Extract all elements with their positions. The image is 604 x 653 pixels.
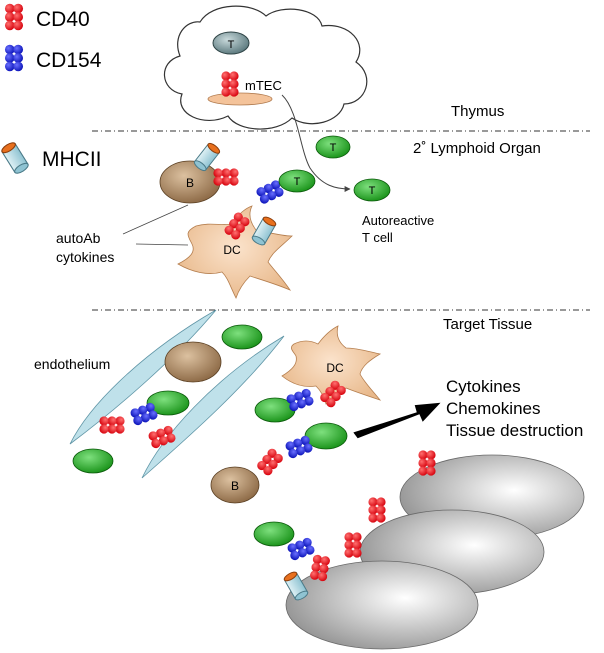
cd40-legend-icon [4, 3, 24, 31]
t-cell-interacting [278, 169, 316, 193]
mtec-cell [207, 92, 273, 106]
thymic-t-cell-label: T [228, 39, 235, 51]
outcome-arrow [353, 402, 441, 439]
tissue-b-cell-upper [164, 341, 222, 383]
cd40-on-b-cell-icon [213, 168, 239, 186]
endothelium-strip-1 [69, 309, 217, 445]
autoab-label: autoAb [56, 230, 101, 246]
autoreactive-t-cell-label: T [369, 185, 376, 197]
t-cell-interacting-label: T [294, 176, 301, 188]
cytokines-small-label: cytokines [56, 249, 114, 265]
thymic-t-cell [212, 31, 250, 55]
target-region-label: Target Tissue [443, 316, 532, 333]
tissue-dendritic-cell-label: DC [326, 361, 344, 375]
tissue-b-cell [210, 466, 260, 504]
autoab-pointer-line [122, 204, 189, 235]
autoreactive-label-line2: T cell [362, 230, 393, 245]
legend-cd154-label: CD154 [36, 49, 102, 72]
t-cell-label: T [330, 142, 337, 154]
tissue-t-cell-3 [72, 448, 114, 474]
mhcii-legend-icon [0, 140, 31, 176]
cd40-on-tissue-cell-1-icon [418, 450, 436, 476]
tissue-dendritic-cell [281, 325, 382, 405]
cd40-on-endothelium-icon [99, 416, 125, 434]
t-cell [315, 135, 351, 159]
legend-mhcii-label: MHCII [42, 148, 102, 171]
endothelium-label: endothelium [34, 356, 110, 372]
tissue-t-cell-2 [146, 390, 190, 416]
autoreactive-t-cell [353, 178, 391, 202]
tissue-b-cell-label: B [231, 479, 239, 493]
tissue-cell-3 [285, 560, 479, 650]
cd40-on-tissue-b-cell-icon [255, 446, 285, 478]
cd40-on-tissue-cell-3-icon [344, 532, 362, 558]
outcome-cytokines: Cytokines [446, 377, 521, 396]
cd40-on-tissue-cell-2-icon [368, 497, 386, 523]
lymphoid-region-label: 2˚ Lymphoid Organ [413, 140, 541, 157]
tissue-t-cell-6 [253, 521, 295, 547]
tissue-t-cell-1 [221, 324, 263, 350]
autoreactive-label-line1: Autoreactive [362, 213, 434, 228]
mtec-label: mTEC [245, 78, 282, 93]
dendritic-cell-label: DC [223, 243, 241, 257]
thymus-region-label: Thymus [451, 103, 504, 120]
cytokines-pointer-line [135, 243, 189, 246]
cd154-legend-icon [4, 44, 24, 72]
mtec-cd40-icon [221, 71, 239, 97]
thymus-cloud [163, 5, 368, 130]
legend-cd40-label: CD40 [36, 8, 90, 31]
outcome-chemokines: Chemokines [446, 399, 541, 418]
t-cell-migration-arrow [281, 94, 351, 192]
b-cell-label: B [186, 176, 194, 190]
dendritic-cell [177, 205, 293, 300]
outcome-tissue-destruction: Tissue destruction [446, 421, 583, 440]
